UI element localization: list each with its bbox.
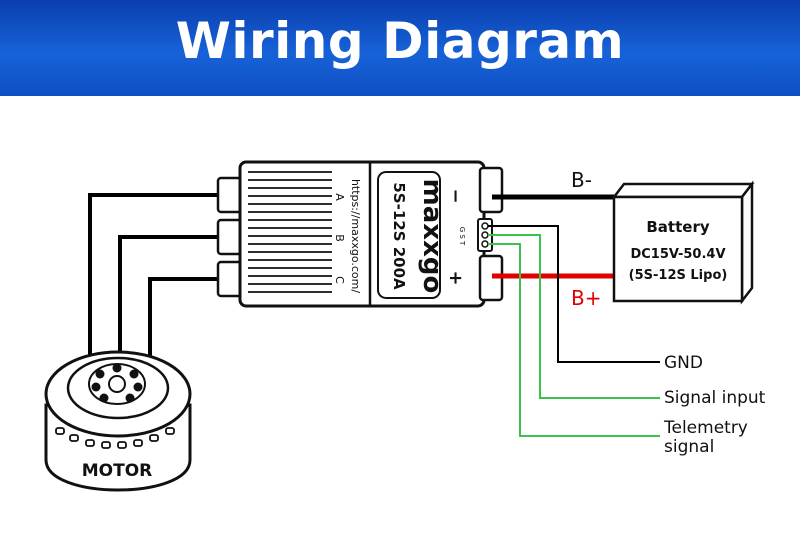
phase-label-c: C xyxy=(333,276,346,284)
b-minus-label: B- xyxy=(571,168,592,192)
phase-label-b: B xyxy=(333,234,346,242)
phase-wire-b xyxy=(118,235,235,358)
battery-title: Battery xyxy=(646,218,709,236)
motor-shaft xyxy=(108,375,126,393)
page-title: Wiring Diagram xyxy=(175,12,625,70)
phase-wire-c xyxy=(148,277,235,358)
esc-brand: maxxgo xyxy=(417,179,447,294)
telemetry-label-line2: signal xyxy=(664,437,714,457)
esc-signal-pins: G S T xyxy=(458,227,466,246)
battery-voltage: DC15V-50.4V xyxy=(630,247,725,262)
gnd-label: GND xyxy=(664,353,703,373)
signal-input-wire xyxy=(488,234,660,399)
telemetry-wire xyxy=(488,243,660,437)
gnd-wire xyxy=(488,225,660,363)
motor-phase-wires xyxy=(88,193,235,358)
phase-wire-a xyxy=(88,193,235,358)
esc-model: 5S-12S 200A xyxy=(390,182,408,290)
header-banner: Wiring Diagram xyxy=(0,0,800,96)
b-plus-label: B+ xyxy=(571,286,601,310)
battery-side-face xyxy=(740,180,754,305)
battery-top-face xyxy=(611,182,755,199)
esc-minus-sign: − xyxy=(445,188,466,203)
esc-signal-pins-dots xyxy=(481,222,489,248)
esc: A B C https://maxxgo.com/ maxxgo 5S-12S … xyxy=(216,160,504,308)
motor-bolt-holes xyxy=(91,363,143,403)
phase-label-a: A xyxy=(333,193,346,201)
motor-label: MOTOR xyxy=(82,461,153,481)
esc-url: https://maxxgo.com/ xyxy=(349,179,362,293)
esc-heatsink xyxy=(248,171,332,293)
telemetry-label-line1: Telemetry xyxy=(663,418,748,438)
esc-power-tab-minus xyxy=(478,166,504,214)
esc-label-plate xyxy=(377,171,441,299)
esc-plus-sign: + xyxy=(445,270,466,285)
motor-vents xyxy=(55,427,175,449)
battery-cells: (5S-12S Lipo) xyxy=(629,268,728,283)
battery: Battery DC15V-50.4V (5S-12S Lipo) xyxy=(611,180,755,305)
battery-front-face xyxy=(612,195,744,303)
esc-phase-labels: A B C xyxy=(333,193,346,284)
motor: MOTOR xyxy=(44,350,192,492)
signal-input-label: Signal input xyxy=(664,388,766,408)
